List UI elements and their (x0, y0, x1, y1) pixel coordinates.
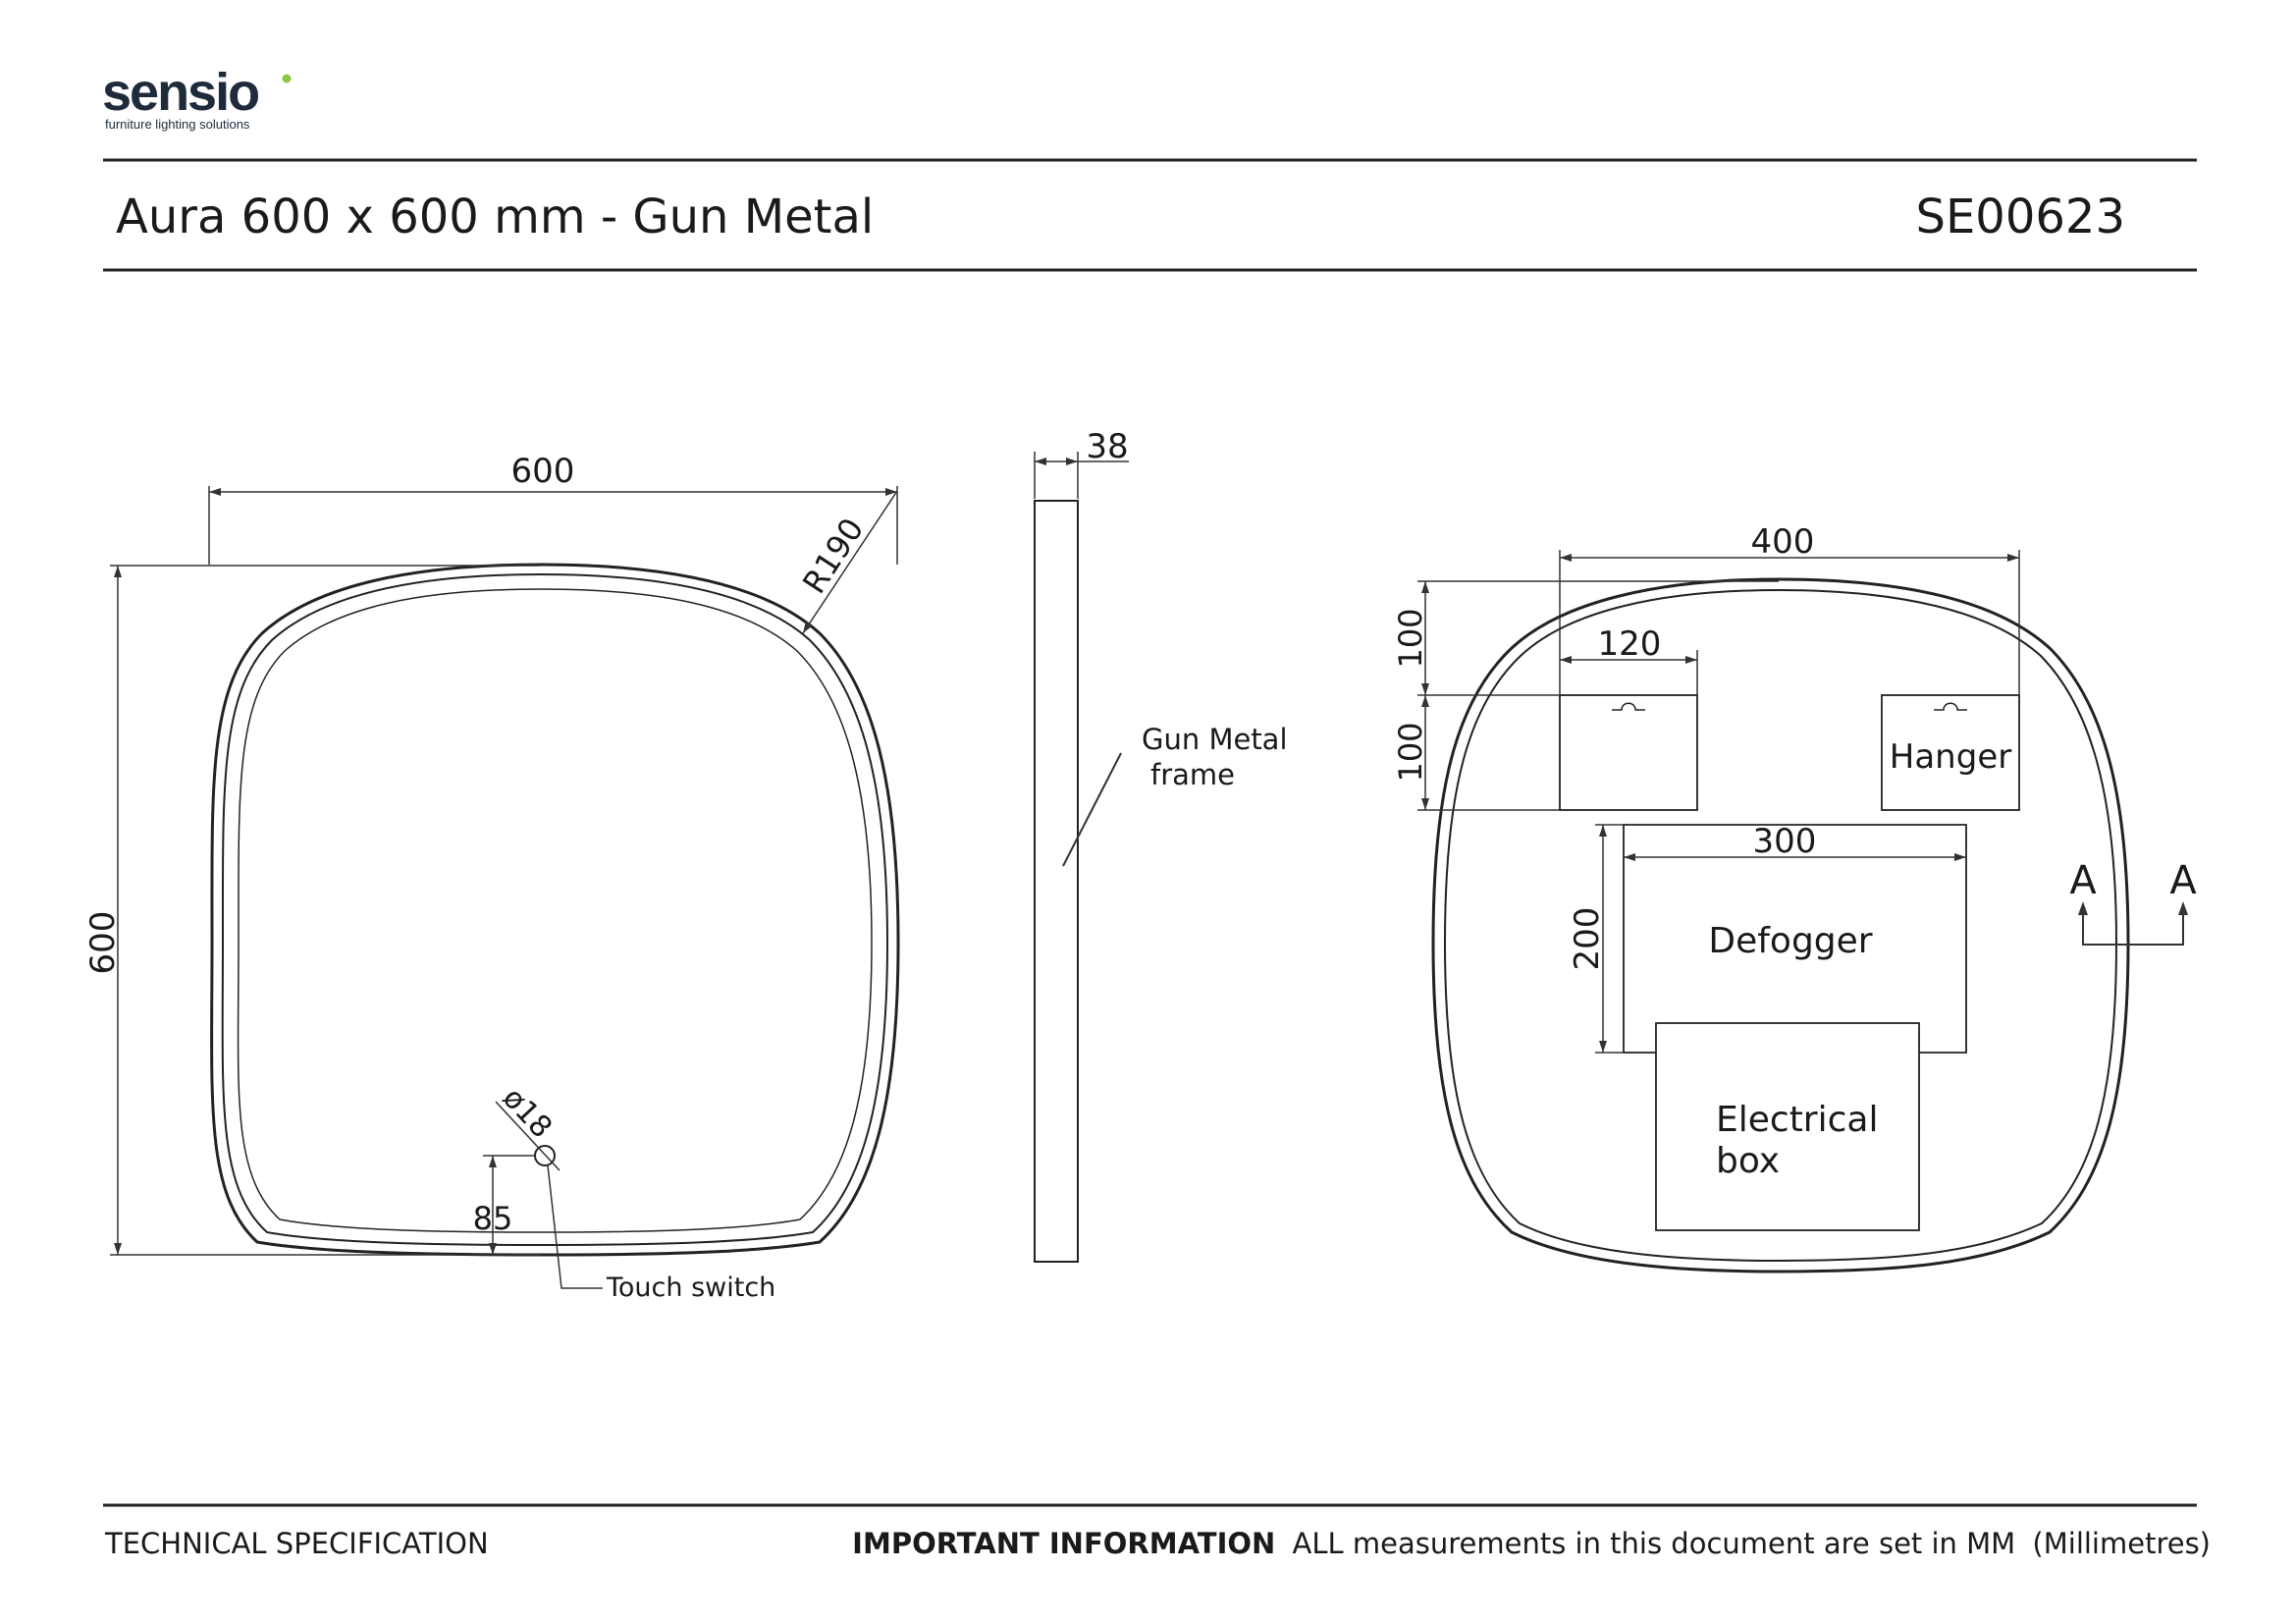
arrowhead (1560, 656, 1572, 664)
touch-switch-leader (547, 1164, 603, 1289)
side-view: 38 Gun Metal frame (1034, 427, 1288, 1263)
hanger-height-label: 100 (1392, 722, 1429, 782)
section-label-left: A (2069, 858, 2097, 903)
arrowhead (1599, 1041, 1607, 1053)
arrowhead (2007, 554, 2019, 562)
arrowhead (1421, 581, 1429, 593)
hanger-left (1559, 694, 1698, 811)
front-height-label: 600 (83, 911, 123, 975)
arrowhead (1421, 683, 1429, 695)
logo-accent-dot (282, 74, 292, 83)
arrowhead (489, 1156, 497, 1167)
hanger-right (1881, 694, 2020, 811)
frame-label-line2: frame (1150, 758, 1235, 791)
arrowhead (209, 488, 221, 496)
brand-logo: sensio furniture lighting solutions (102, 63, 292, 132)
defogger-label: Defogger (1708, 921, 1872, 961)
hanger-width-label: 120 (1598, 624, 1662, 664)
units-note: (Millimetres) (2032, 1527, 2211, 1560)
rear-mirror-inner (1443, 588, 2118, 1263)
arrowhead (489, 1243, 497, 1255)
product-code: SE00623 (1916, 189, 2126, 244)
arrowhead (1066, 458, 1078, 465)
hanger-right-hook (1934, 702, 1967, 711)
section-label-right: A (2169, 858, 2197, 903)
arrowhead (1599, 825, 1607, 837)
switch-diameter-label: ø18 (496, 1081, 559, 1145)
arrowhead (114, 1243, 122, 1255)
arrowhead (1421, 798, 1429, 810)
arrowhead (114, 566, 122, 577)
front-width-label: 600 (511, 452, 575, 491)
side-depth-label: 38 (1086, 427, 1128, 466)
page-title: Aura 600 x 600 mm - Gun Metal (116, 189, 874, 244)
frame-leader (1062, 752, 1122, 867)
front-view: 600 600 R190 ø18 85 Touch switch (83, 452, 900, 1303)
hanger-label: Hanger (1890, 737, 2011, 777)
front-radius-label: R190 (795, 512, 871, 601)
side-profile (1034, 500, 1079, 1263)
defogger-outline (1623, 824, 1967, 1054)
arrowhead (1035, 458, 1046, 465)
rear-view: Hanger 400 120 100 100 300 (1392, 522, 2197, 1273)
electrical-box-label-line1: Electrical (1716, 1100, 1878, 1140)
arrowhead (1560, 554, 1572, 562)
touch-switch-label: Touch switch (606, 1272, 775, 1303)
switch-diameter-leader (495, 1101, 561, 1171)
arrowhead (885, 488, 897, 496)
front-radius-leader (802, 490, 898, 634)
front-mirror-outer (210, 563, 900, 1257)
section-line (2082, 905, 2184, 946)
arrowhead (803, 621, 813, 633)
defogger-width-label: 300 (1753, 822, 1817, 861)
rear-mirror-outer (1431, 577, 2130, 1273)
arrowhead (1624, 853, 1635, 861)
arrowhead (1685, 656, 1697, 664)
electrical-box-label-line2: box (1716, 1141, 1780, 1181)
front-mirror-inner (221, 572, 889, 1247)
arrowhead (1421, 695, 1429, 707)
switch-offset-label: 85 (473, 1200, 513, 1237)
section-arrow-left (2078, 901, 2088, 915)
top-offset-label: 100 (1392, 608, 1429, 668)
logo-wordmark: sensio (102, 63, 258, 122)
logo-tagline: furniture lighting solutions (105, 117, 250, 132)
electrical-box (1655, 1022, 1920, 1231)
frame-label-line1: Gun Metal (1142, 723, 1288, 756)
important-bold: IMPORTANT INFORMATION (852, 1527, 1275, 1560)
arrowhead (1954, 853, 1966, 861)
defogger-height-label: 200 (1568, 907, 1607, 971)
hanger-left-hook (1612, 702, 1645, 711)
footer-technical-spec: TECHNICAL SPECIFICATION (104, 1527, 489, 1560)
footer-important-info: IMPORTANT INFORMATION ALL measurements i… (852, 1527, 2211, 1560)
section-arrow-right (2178, 901, 2188, 915)
front-mirror-glass (237, 588, 873, 1233)
hanger-spacing-label: 400 (1751, 522, 1815, 562)
important-text: ALL measurements in this document are se… (1293, 1527, 2016, 1560)
